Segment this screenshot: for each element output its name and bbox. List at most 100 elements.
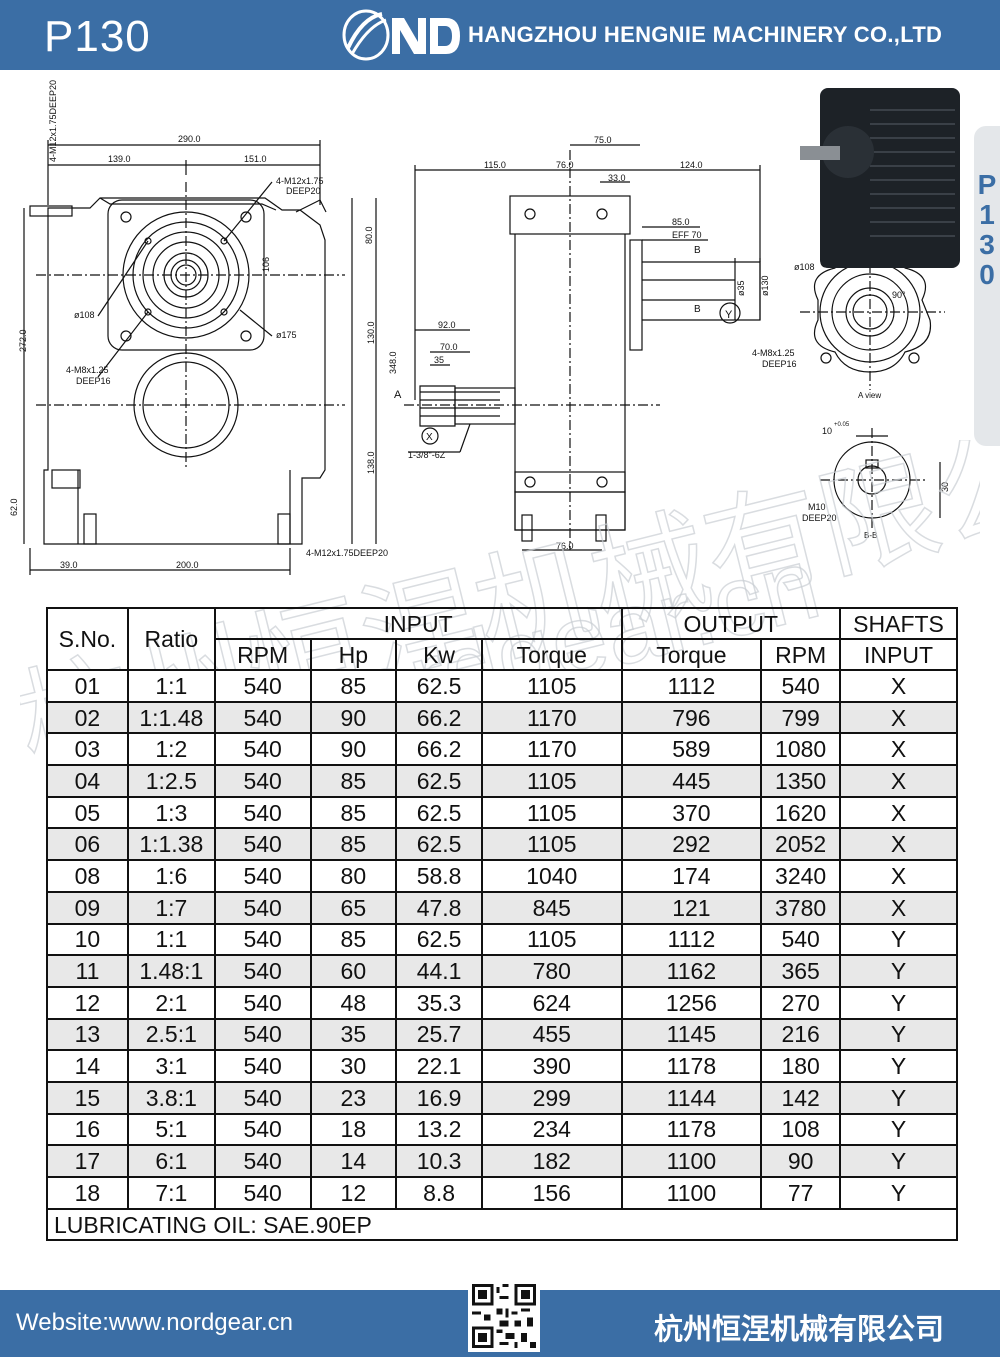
table-cell: 540: [213, 1144, 312, 1178]
dim-foot-offset: 39.0: [60, 560, 78, 570]
table-cell: 540: [213, 1049, 312, 1083]
table-cell: 390: [480, 1049, 623, 1083]
table-cell: 799: [760, 700, 842, 735]
table-cell: 540: [213, 795, 312, 830]
table-cell: 16.9: [395, 1080, 483, 1115]
dim-bottom-section: 138.0: [366, 451, 376, 474]
table-cell: 18: [46, 1176, 129, 1210]
dim-foot-width: 200.0: [176, 560, 199, 570]
table-cell: 540: [213, 1112, 312, 1147]
table-cell: 540: [213, 985, 312, 1020]
table-cell: 1100: [620, 1144, 763, 1178]
table-cell: 06: [46, 827, 129, 862]
table-cell: 44.1: [395, 954, 483, 988]
dim-side-115: 115.0: [484, 160, 506, 170]
website-link[interactable]: Website:www.nordgear.cn: [16, 1309, 294, 1336]
table-cell: 299: [480, 1080, 623, 1115]
table-cell: 1100: [620, 1176, 763, 1210]
table-cell: 23: [309, 1080, 398, 1115]
table-cell: 1178: [620, 1112, 763, 1147]
note-thread-spec: 4-M12x1.75: [276, 176, 324, 186]
label-x-shaft: X: [426, 432, 433, 443]
note-aview-108: ø108: [794, 262, 815, 272]
table-cell: 1:2: [126, 732, 216, 767]
table-cell: 7:1: [126, 1176, 216, 1210]
table-cell: Y: [839, 1112, 958, 1147]
dim-flange-130: ø130: [760, 275, 770, 296]
note-bore-175: ø175: [276, 330, 297, 340]
table-cell: 02: [46, 700, 129, 735]
table-cell: 180: [760, 1049, 842, 1083]
table-cell: 540: [213, 827, 312, 862]
table-cell: 14: [46, 1049, 129, 1083]
table-cell: 2052: [760, 827, 842, 862]
footer-company-cn: 杭州恒涅机械有限公司: [654, 1314, 945, 1346]
table-cell: Y: [839, 1017, 958, 1052]
table-cell: 03: [46, 732, 129, 767]
table-cell: 17: [46, 1144, 129, 1178]
table-cell: Y: [839, 985, 958, 1020]
table-cell: 540: [213, 1176, 312, 1210]
footer-bar: Website:www.nordgear.cn 杭州恒涅机械有限公司: [0, 1280, 1000, 1357]
label-b-top: B: [694, 245, 701, 256]
table-cell: 1:1: [126, 922, 216, 957]
table-cell: 2:1: [126, 985, 216, 1020]
table-cell: 30: [309, 1049, 398, 1083]
dim-top-section: 80.0: [364, 226, 374, 244]
table-cell: 11: [46, 954, 129, 988]
table-cell: 16: [46, 1112, 129, 1147]
table-cell: 540: [213, 1080, 312, 1115]
note-aview-90: 90°: [892, 290, 906, 300]
technical-drawing: 290.0 139.0 151.0 272.0 62.0 39.0 200.0 …: [0, 80, 1000, 600]
table-cell: 90: [309, 732, 398, 767]
dim-side-eff70: EFF 70: [672, 230, 702, 240]
table-cell: 1620: [760, 795, 842, 830]
note-top-thread: 4-M12x1.75DEEP20: [48, 80, 58, 162]
dim-key-10: 10: [822, 426, 832, 436]
dim-side-85: 85.0: [672, 217, 690, 227]
table-cell: 174: [620, 859, 763, 893]
dim-full-height: 348.0: [388, 351, 398, 374]
table-cell: 14: [309, 1144, 398, 1178]
table-cell: 62.5: [395, 795, 483, 830]
table-cell: 18: [309, 1112, 398, 1147]
label-b-b: B-B: [864, 531, 877, 540]
dim-side-124: 124.0: [680, 160, 703, 170]
dim-side-92: 92.0: [438, 320, 456, 330]
table-cell: 1170: [480, 732, 623, 767]
table-cell: 1:7: [126, 890, 216, 925]
dim-side-70: 70.0: [440, 342, 458, 352]
label-y-shaft: Y: [725, 309, 733, 321]
table-cell: 1145: [620, 1017, 763, 1052]
table-cell: 05: [46, 795, 129, 830]
table-cell: 47.8: [395, 890, 483, 925]
table-cell: 90: [309, 700, 398, 735]
table-cell: 1105: [480, 669, 623, 703]
dim-right-width: 151.0: [244, 154, 267, 164]
header-bar: P130 HANGZHOU HENGNIE MACHINERY CO.,LTD: [0, 0, 1000, 70]
table-cell: 62.5: [395, 922, 483, 957]
dim-key-tol: +0.05: [834, 422, 850, 428]
header-rpm: RPM: [213, 638, 312, 671]
table-cell: 62.5: [395, 669, 483, 703]
note-spline: 1-3/8"-6Z: [408, 450, 446, 460]
table-cell: 12: [46, 985, 129, 1020]
table-cell: Y: [839, 1176, 958, 1210]
table-cell: 2.5:1: [126, 1017, 216, 1052]
table-cell: 540: [213, 700, 312, 735]
table-cell: 25.7: [395, 1017, 483, 1052]
table-cell: 540: [213, 890, 312, 925]
header-ratio: Ratio: [126, 607, 216, 671]
table-cell: 1112: [620, 669, 763, 703]
table-cell: 85: [309, 669, 398, 703]
table-cell: 35: [309, 1017, 398, 1052]
table-cell: 3240: [760, 859, 842, 893]
table-cell: 1040: [480, 859, 623, 893]
table-cell: 48: [309, 985, 398, 1020]
dim-shaft-35: ø35: [736, 280, 746, 296]
